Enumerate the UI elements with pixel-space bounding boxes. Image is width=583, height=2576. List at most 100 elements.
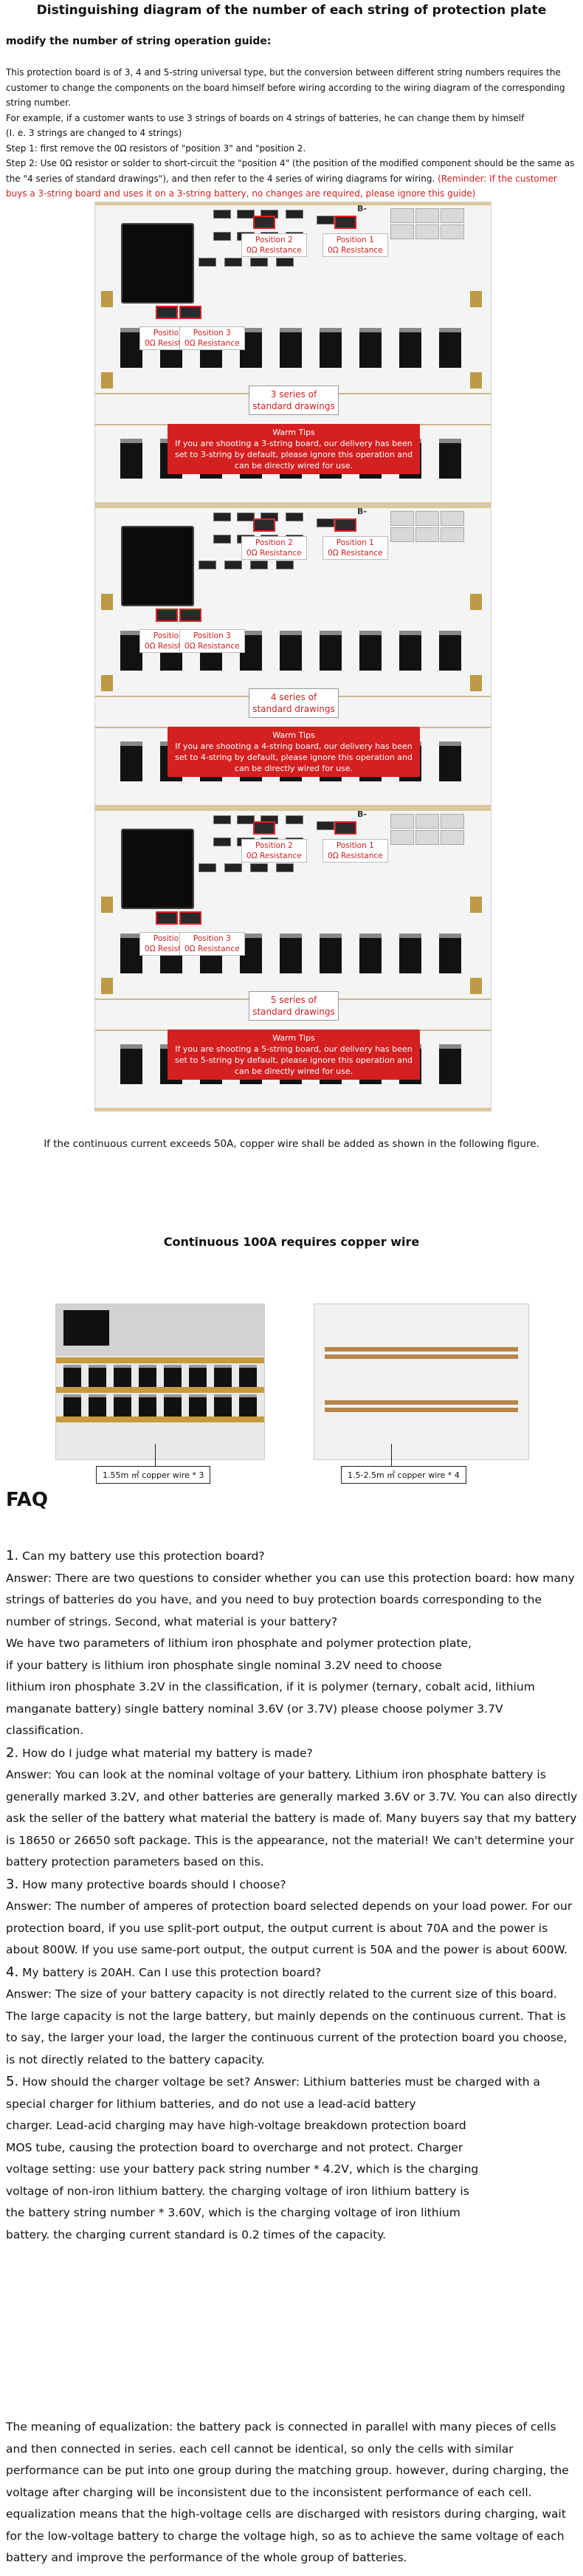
solder-pad <box>441 830 464 845</box>
mosfet <box>280 328 302 368</box>
smd-resistor <box>213 815 231 824</box>
smd-resistor <box>199 258 216 267</box>
position-resistance: 0Ω Resistance <box>184 339 240 348</box>
faq-answer: if your battery is lithium iron phosphat… <box>6 1658 442 1672</box>
copper-label-2: 1.5-2.5m ㎡ copper wire * 4 <box>341 1466 466 1484</box>
position-resistance: 0Ω Resistance <box>246 246 302 255</box>
solder-pad <box>415 814 439 829</box>
position-resistance: 0Ω Resistance <box>328 852 383 860</box>
position-2-marker <box>253 216 275 229</box>
intro-example: For example, if a customer wants to use … <box>6 112 525 123</box>
mosfet <box>139 1394 156 1417</box>
smd-resistor <box>224 258 242 267</box>
position-4-marker <box>156 306 178 319</box>
series-line-1: 5 series of <box>270 995 317 1005</box>
mosfet <box>439 934 461 973</box>
smd-resistor <box>250 258 268 267</box>
faq-answer: voltage of non-iron lithium battery. the… <box>6 2184 469 2198</box>
board-edge <box>95 1108 491 1111</box>
position-label-2: Position 1 0Ω Resistance <box>322 839 388 863</box>
mosfet <box>320 328 342 368</box>
board-edge <box>95 808 491 811</box>
position-resistance: 0Ω Resistance <box>184 642 240 651</box>
reminder-text: (Reminder: If the customer buys a 3-stri… <box>6 173 557 199</box>
smd-resistor <box>276 863 294 872</box>
warm-tips-title: Warm Tips <box>272 428 315 437</box>
position-label-1: Position 2 0Ω Resistance <box>241 839 307 863</box>
copper-wire <box>325 1408 518 1412</box>
board-back-surface <box>314 1304 528 1459</box>
series-line-2: standard drawings <box>252 401 335 411</box>
position-4-marker <box>156 609 178 622</box>
warm-tips-title: Warm Tips <box>272 1033 315 1043</box>
mosfet <box>359 631 382 671</box>
b-minus-label: B- <box>357 507 367 516</box>
copper-terminal <box>470 978 482 994</box>
position-name: Position 2 <box>255 538 293 547</box>
mosfet <box>63 1394 81 1417</box>
smd-resistor <box>317 518 334 527</box>
mosfet <box>114 1365 131 1387</box>
intro-paragraph: This protection board is of 3, 4 and 5-s… <box>6 67 565 108</box>
intro-text: This protection board is of 3, 4 and 5-s… <box>6 65 577 202</box>
faq-question-text: How do I judge what material my battery … <box>22 1746 313 1760</box>
mosfet <box>320 631 342 671</box>
faq-answer: lithium iron phosphate 3.2V in the class… <box>6 1680 535 1737</box>
mosfet <box>439 439 461 479</box>
faq-answer: Answer: You can look at the nominal volt… <box>6 1768 578 1868</box>
position-1-marker <box>334 518 356 532</box>
position-name: Position 1 <box>336 538 374 547</box>
copper-terminal <box>470 594 482 610</box>
faq-question: 2. How do I judge what material my batte… <box>6 1742 579 1765</box>
position-label-1: Position 2 0Ω Resistance <box>241 536 307 560</box>
copper-terminal <box>101 291 113 307</box>
faq-question-text: My battery is 20AH. Can I use this prote… <box>22 1965 322 1979</box>
faq-answer: MOS tube, causing the protection board t… <box>6 2140 463 2154</box>
series-line-1: 4 series of <box>270 692 317 702</box>
mosfet <box>214 1394 232 1417</box>
solder-pad <box>390 208 414 223</box>
position-name: Position 2 <box>255 841 293 850</box>
copper-terminal <box>101 978 113 994</box>
current-note: If the continuous current exceeds 50A, c… <box>44 1138 539 1150</box>
position-resistance: 0Ω Resistance <box>246 852 302 860</box>
position-name: Position 3 <box>193 329 231 338</box>
copper-terminal <box>101 372 113 388</box>
faq-number: 1. <box>6 1548 19 1563</box>
faq-answer: charger. Lead-acid charging may have hig… <box>6 2119 466 2132</box>
position-resistance: 0Ω Resistance <box>184 945 240 953</box>
copper-wire <box>56 1417 264 1422</box>
faq-question-text: How many protective boards should I choo… <box>22 1877 286 1891</box>
position-2-marker <box>253 821 275 835</box>
board-edge <box>95 805 491 808</box>
solder-pad <box>390 527 414 542</box>
label-leader-line <box>155 1444 156 1466</box>
mosfet <box>89 1394 106 1417</box>
mosfet <box>189 1365 207 1387</box>
smd-resistor <box>286 513 303 521</box>
copper-terminal <box>101 897 113 913</box>
position-name: Position 1 <box>336 841 374 850</box>
mosfet <box>359 328 382 368</box>
mosfet <box>320 934 342 973</box>
step-2-text: Step 2: Use 0Ω resistor or solder to sho… <box>6 158 575 184</box>
mosfet <box>120 741 142 781</box>
position-resistance: 0Ω Resistance <box>246 549 302 558</box>
mosfet <box>439 741 461 781</box>
protection-ic <box>121 223 194 304</box>
mosfet <box>399 328 421 368</box>
mosfet <box>214 1365 232 1387</box>
ic-chip <box>63 1310 109 1346</box>
protection-ic <box>121 526 194 606</box>
faq-question: 1. Can my battery use this protection bo… <box>6 1545 579 1568</box>
